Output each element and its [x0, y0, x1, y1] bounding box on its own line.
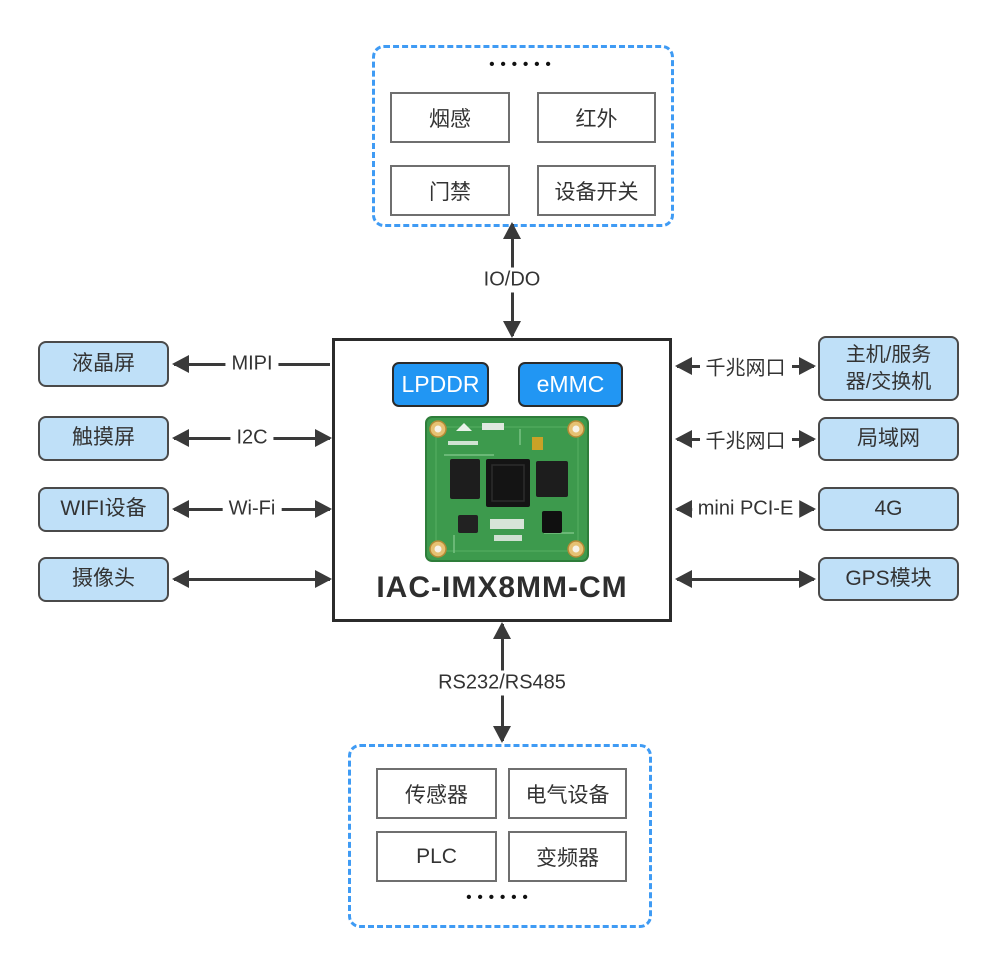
- som-title: IAC-IMX8MM-CM: [376, 571, 628, 604]
- device-touch-screen: 触摸屏: [38, 416, 169, 461]
- som-module-box: LPDDR eMMC: [332, 338, 672, 622]
- wifi-arrow: Wi-Fi: [172, 493, 332, 525]
- arrow-right-icon: [315, 500, 332, 518]
- bottom-box-electrical-equipment: 电气设备: [508, 768, 627, 819]
- gigabit-label-1: 千兆网口: [699, 350, 792, 382]
- top-box-smoke-sensor: 烟感: [390, 92, 510, 143]
- gigabit-label-2: 千兆网口: [699, 423, 792, 455]
- emmc-chip: eMMC: [518, 362, 623, 407]
- arrow-left-icon: [172, 500, 189, 518]
- top-peripheral-group: •••••• 烟感 红外 门禁 设备开关: [372, 45, 674, 227]
- gps-line: [677, 577, 814, 581]
- top-box-access-control: 门禁: [390, 165, 510, 216]
- lpddr-chip: LPDDR: [392, 362, 489, 407]
- mini-pcie-arrow: mini PCI-E: [675, 493, 816, 525]
- gigabit-ethernet-arrow-2: 千兆网口: [675, 423, 816, 455]
- ellipsis-bottom: ••••••: [466, 889, 534, 906]
- gps-arrow: [675, 563, 816, 595]
- arrow-right-icon: [799, 500, 816, 518]
- wifi-label: Wi-Fi: [222, 496, 282, 522]
- arrow-left-icon: [172, 355, 189, 373]
- gigabit-ethernet-arrow-1: 千兆网口: [675, 350, 816, 382]
- arrow-right-icon: [799, 570, 816, 588]
- arrow-left-icon: [675, 500, 692, 518]
- arrow-left-icon: [675, 430, 692, 448]
- arrow-right-icon: [799, 357, 816, 375]
- mipi-label: MIPI: [225, 351, 279, 377]
- mini-pcie-label: mini PCI-E: [691, 496, 800, 522]
- arrow-right-icon: [315, 570, 332, 588]
- i2c-label: I2C: [230, 425, 274, 451]
- io-do-label: IO/DO: [477, 267, 547, 293]
- top-box-device-switch: 设备开关: [537, 165, 656, 216]
- arrow-up-icon: [493, 622, 511, 639]
- arrow-up-icon: [503, 222, 521, 239]
- arrow-down-icon: [493, 726, 511, 743]
- serial-label: RS232/RS485: [432, 670, 572, 695]
- bottom-box-sensor: 传感器: [376, 768, 497, 819]
- device-camera: 摄像头: [38, 557, 169, 602]
- arrow-down-icon: [503, 321, 521, 338]
- device-lan: 局域网: [818, 417, 959, 461]
- arrow-left-icon: [172, 429, 189, 447]
- camera-line: [174, 577, 330, 581]
- device-wifi-equipment: WIFI设备: [38, 487, 169, 532]
- io-do-arrow: IO/DO: [477, 222, 547, 338]
- camera-arrow: [172, 563, 332, 595]
- bottom-box-plc: PLC: [376, 831, 497, 882]
- ellipsis-top: ••••••: [489, 56, 557, 73]
- i2c-arrow: I2C: [172, 422, 332, 454]
- top-box-infrared: 红外: [537, 92, 656, 143]
- device-lcd-screen: 液晶屏: [38, 341, 169, 387]
- arrow-right-icon: [315, 429, 332, 447]
- device-4g: 4G: [818, 487, 959, 531]
- pcb-board-image: [425, 416, 589, 562]
- arrow-left-icon: [675, 357, 692, 375]
- arrow-right-icon: [799, 430, 816, 448]
- serial-arrow: RS232/RS485: [432, 622, 572, 743]
- mipi-arrow: MIPI: [172, 348, 332, 380]
- arrow-left-icon: [675, 570, 692, 588]
- arrow-left-icon: [172, 570, 189, 588]
- bottom-box-inverter: 变频器: [508, 831, 627, 882]
- bottom-peripheral-group: 传感器 电气设备 PLC 变频器 ••••••: [348, 744, 652, 928]
- device-gps-module: GPS模块: [818, 557, 959, 601]
- device-host-server-switch: 主机/服务器/交换机: [818, 336, 959, 401]
